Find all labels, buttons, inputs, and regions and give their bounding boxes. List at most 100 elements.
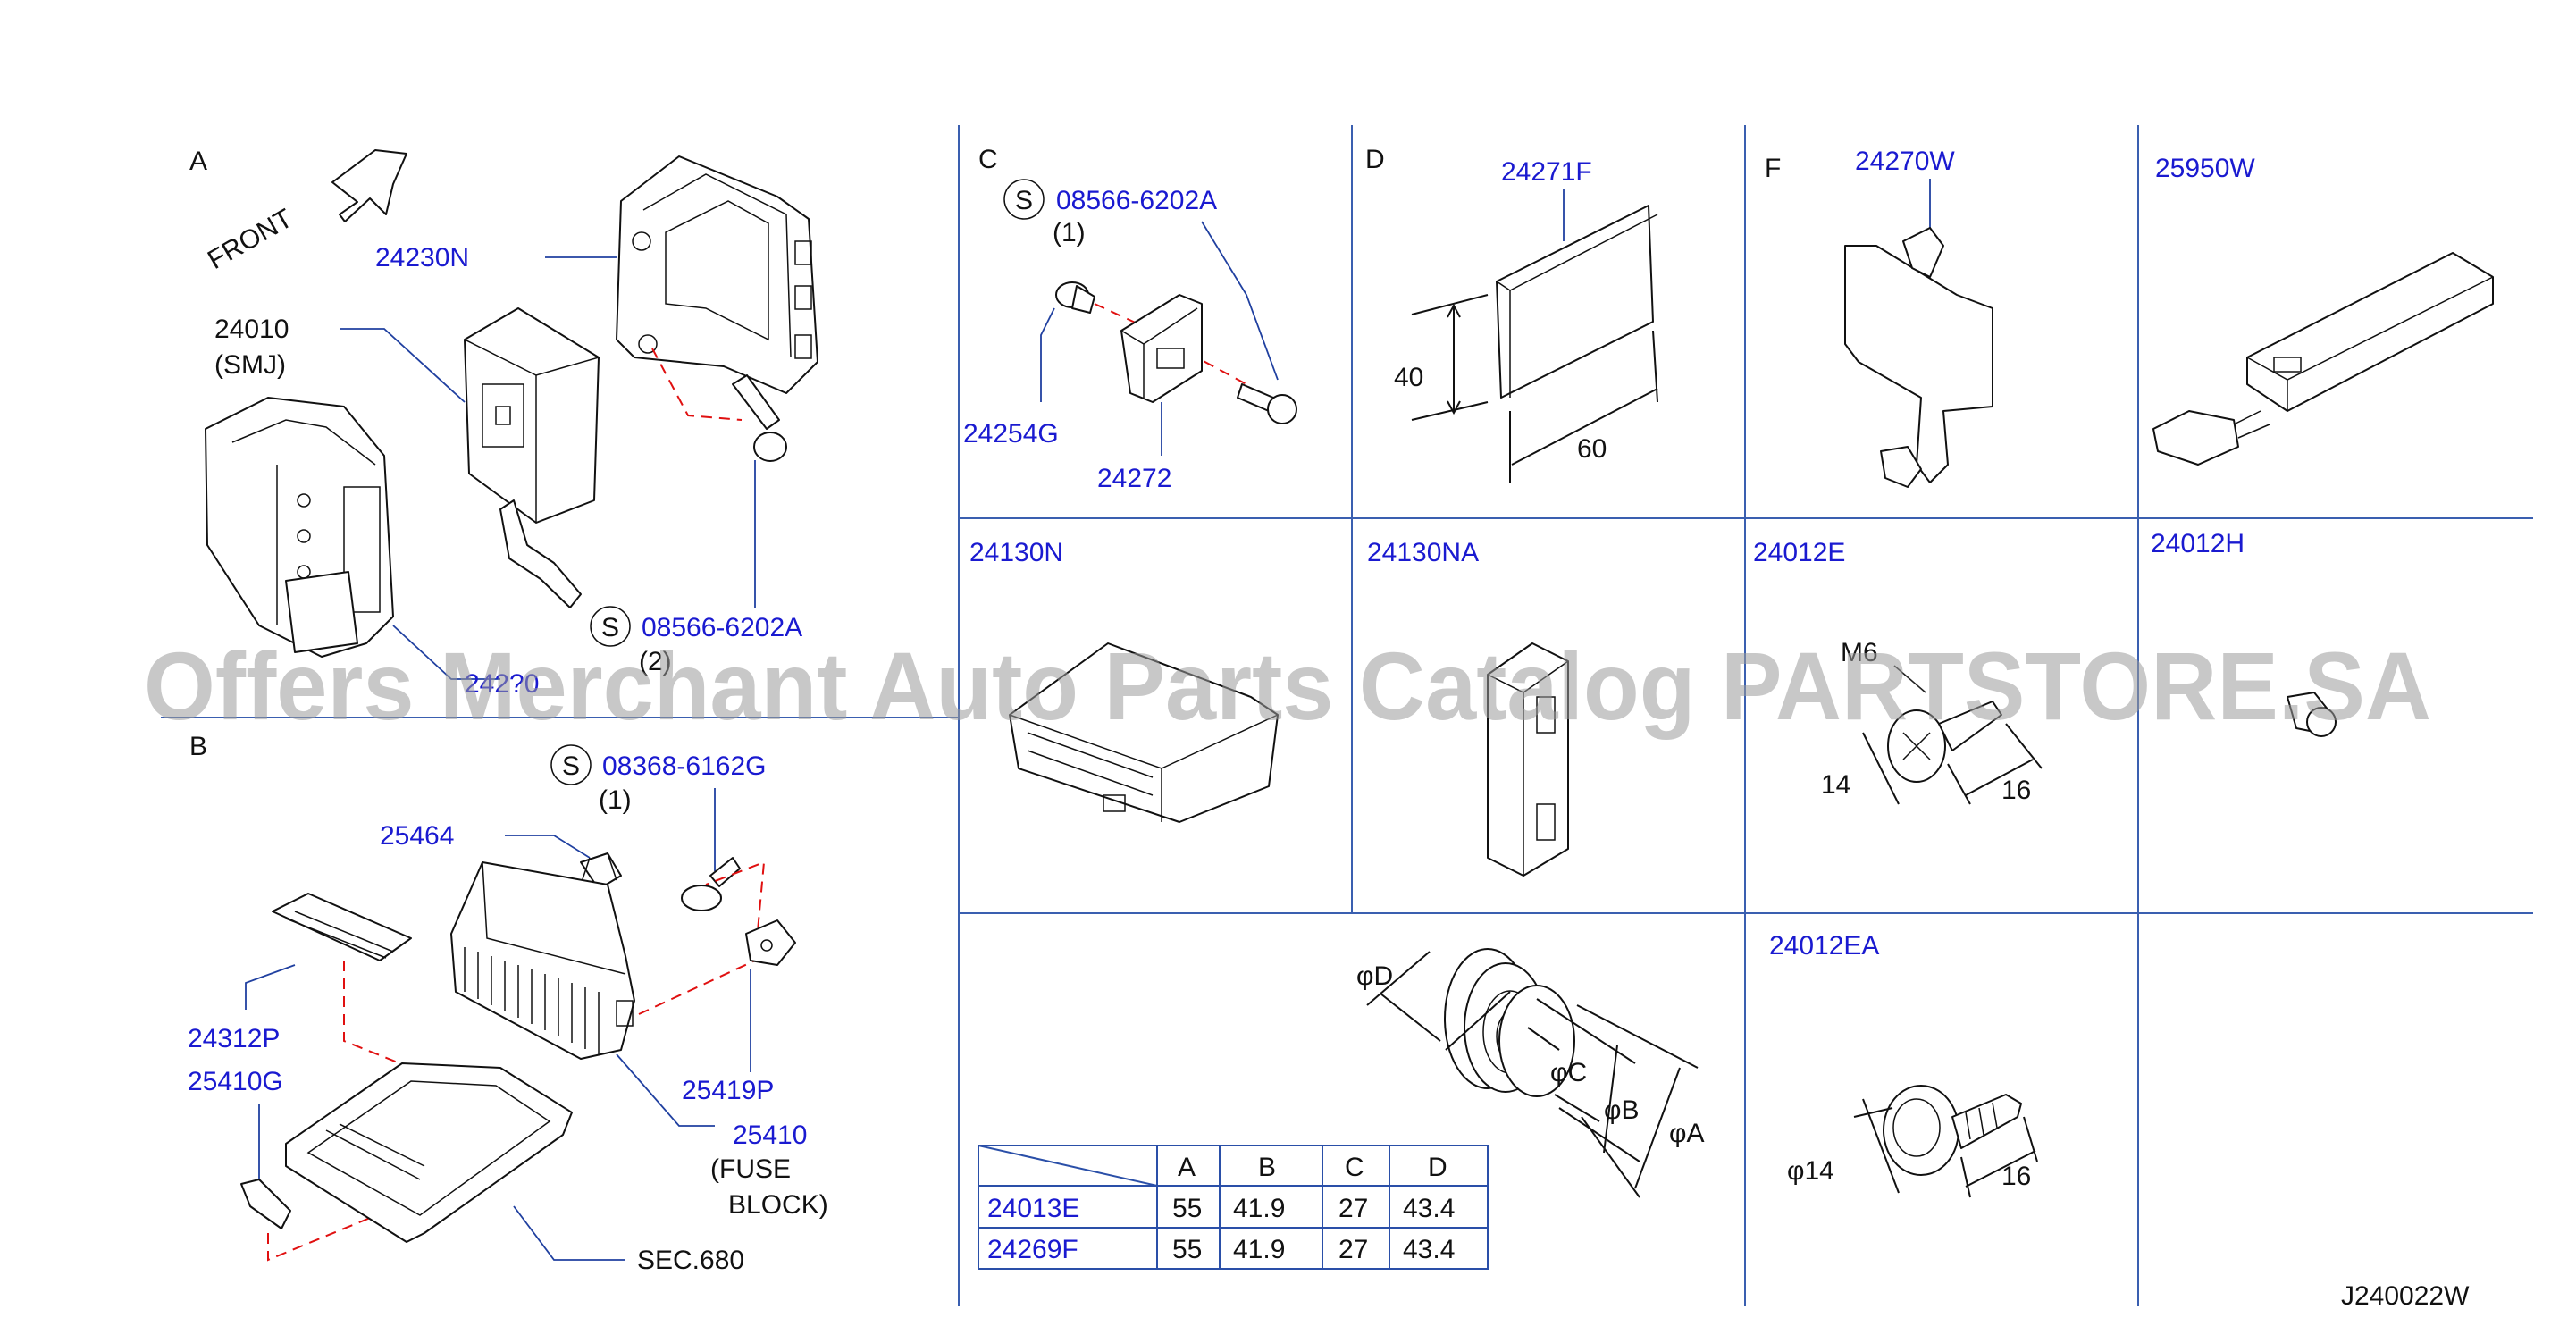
fuse-block-line1: (FUSE [710,1154,791,1184]
watermark-text: Offers Merchant Auto Parts Catalog PARTS… [144,632,2431,740]
table-row: 24269F 55 41.9 27 43.4 [987,1235,1455,1264]
table-header-row: A B C D [1178,1153,1447,1182]
section-f: F 24270W [1765,147,1993,488]
s-symbol-b: S [562,751,580,781]
cell-24012h: 24012H [2151,529,2337,737]
part-24010-label: 24010 [214,315,289,344]
connector-25950w-icon [2246,252,2494,412]
table-row-2-b: 41.9 [1233,1235,1285,1264]
tray-icon [285,1062,573,1243]
front-arrow-icon [331,149,407,222]
s-symbol-a: S [601,613,619,642]
cell-24012ea: 24012EA φ14 16 [1769,931,2038,1198]
grid-lines [161,125,2533,1306]
section-d: D 24271F 40 60 [1365,145,1658,483]
section-b-letter: B [189,732,207,761]
table-row-1-d: 43.4 [1403,1194,1455,1223]
s-symbol-c-icon [1003,179,1045,220]
fuse-block-25410-icon [450,861,635,1060]
bolt-24012ea-head-dim: φ14 [1787,1156,1834,1186]
part-24312p-label: 24312P [188,1024,280,1053]
table-row-2-d: 43.4 [1403,1235,1455,1264]
grommet-dim-b: φB [1604,1095,1639,1125]
part-24230n-label: 24230N [375,243,469,273]
cell-24130na: 24130NA [1367,538,1569,877]
table-header-d: D [1428,1153,1447,1182]
table-row-1-a: 55 [1172,1194,1202,1223]
clip-25419p-icon [745,919,796,966]
part-25410-label: 25410 [733,1120,807,1150]
section-c: C S 08566-6202A (1) 24254G 24272 [963,145,1297,493]
grommet-dim-a: φA [1669,1119,1704,1148]
bolt-b-icon [681,857,741,911]
table-row-2-a: 55 [1172,1235,1202,1264]
bolt-c-qty: (1) [1053,218,1086,248]
bolt-c-part-label: 08566-6202A [1056,186,1217,215]
hidden-part-label: 242?0 [465,669,539,699]
puller-25410g-icon [240,1179,291,1229]
control-unit-icon [464,307,600,608]
section-b: B S 08368-6162G (1) 25464 [188,732,828,1275]
table-header-a: A [1178,1153,1196,1182]
part-24271f-label: 24271F [1501,157,1592,187]
table-row-2-c: 27 [1338,1235,1368,1264]
clip-24012h-icon [2287,692,2337,737]
sec-ref-label: SEC.680 [637,1246,744,1275]
pad-24271f-icon [1496,205,1658,399]
table-row: 24013E 55 41.9 27 43.4 [987,1194,1455,1223]
bolt-24012ea-dims [1853,1098,2038,1198]
bolt-b-qty: (1) [599,785,632,815]
cell-24130n: 24130N [969,538,1279,823]
smj-bracket-icon [205,397,394,658]
table-row-1-b: 41.9 [1233,1194,1285,1223]
cover-24312p-icon [272,893,412,961]
tag-24270w-icon [1844,227,1993,488]
section-a: A FRONT 24230N S 08566-6202A (2) 24010 (… [189,147,818,699]
fuse-block-line2: BLOCK) [728,1190,828,1220]
part-25950w-label: 25950W [2155,154,2255,183]
connector-24130na-icon [1487,642,1569,877]
part-24012ea-label: 24012EA [1769,931,1879,961]
grommet-dimensions [1366,951,1699,1198]
bolt-24012e-head-dim: 14 [1821,770,1850,800]
grommet-section: φD φC φB φA A B C D 24013E 55 41.9 27 43… [978,948,1704,1270]
part-25464-label: 25464 [380,821,454,851]
table-header-c: C [1345,1153,1364,1182]
part-24012h-label: 24012H [2151,529,2245,558]
pad-width-dim: 60 [1577,434,1607,464]
terminal-25950w-icon [2152,410,2270,466]
part-24012e-label: 24012E [1753,538,1845,567]
part-24130na-label: 24130NA [1367,538,1479,567]
pad-dimensions [1411,294,1658,483]
bolt-24012e-dims [1862,723,2043,805]
relay-bracket-24230n [616,155,818,394]
part-25410g-label: 25410G [188,1067,283,1096]
section-d-letter: D [1365,145,1385,174]
bolt-a-icon [732,374,787,462]
clip-24254g-icon [1055,281,1095,314]
s-symbol-c: S [1015,186,1033,215]
s-symbol-a-icon [590,606,631,647]
drawing-code: J240022W [2341,1281,2470,1311]
grommet-dim-d: φD [1356,961,1393,991]
s-symbol-b-icon [550,744,592,785]
cell-25950w: 25950W [2152,154,2494,466]
bolt-24012ea-icon [1883,1085,2022,1176]
grommet-icon [1444,948,1575,1097]
bolt-24012e-thread: M6 [1841,638,1878,667]
cell-24012e: 24012E M6 14 16 [1753,538,2043,805]
part-24010-sub: (SMJ) [214,350,286,380]
grommet-dim-c: φC [1550,1058,1587,1087]
table-row-1-c: 27 [1338,1194,1368,1223]
table-header-b: B [1258,1153,1276,1182]
section-c-letter: C [978,145,998,174]
bolt-a-qty: (2) [639,647,672,676]
part-24130n-label: 24130N [969,538,1063,567]
bolt-24012e-icon [1887,701,2002,783]
bracket-24272-icon [1120,294,1203,403]
table-row-1-part: 24013E [987,1194,1079,1223]
section-a-letter: A [189,147,207,176]
front-label: FRONT [203,204,298,275]
pad-height-dim: 40 [1394,363,1423,392]
bolt-24012ea-len-dim: 16 [2001,1162,2031,1191]
